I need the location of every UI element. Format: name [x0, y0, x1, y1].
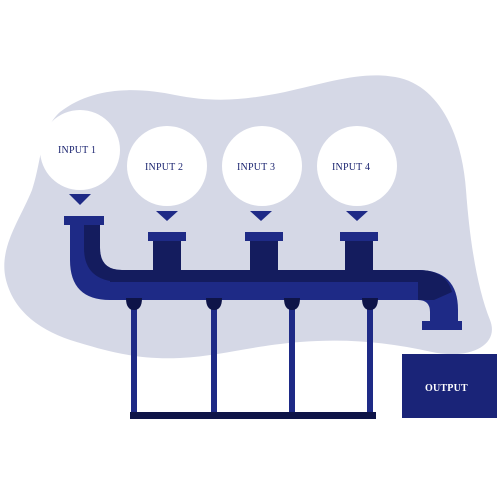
support-frame — [130, 300, 376, 419]
output-node: OUTPUT — [402, 354, 497, 418]
pipe-assembly — [64, 216, 462, 330]
down-arrow-icon — [69, 194, 91, 205]
pipe-main-shade — [110, 270, 420, 282]
pipe-inlet-flange-2 — [148, 232, 186, 241]
pipe-elbow-left-shade — [84, 222, 122, 282]
input-1-node: INPUT 1 — [40, 110, 120, 205]
input-bubble — [127, 126, 207, 206]
down-arrow-icon — [250, 211, 272, 221]
pipe-inlet-2 — [153, 238, 181, 272]
pipe-clamp — [206, 298, 222, 310]
support-leg — [211, 300, 217, 418]
support-leg — [289, 300, 295, 418]
input-label: INPUT 3 — [237, 162, 275, 173]
support-leg — [131, 300, 137, 418]
pipe-inlet-4 — [345, 238, 373, 272]
input-2-node: INPUT 2 — [127, 126, 207, 221]
pipe-elbow-right-shade — [418, 270, 452, 300]
input-3-node: INPUT 3 — [222, 126, 302, 221]
pipe-inlet-flange-1 — [64, 216, 104, 225]
input-label: INPUT 4 — [332, 162, 370, 173]
pipe-clamp — [362, 298, 378, 310]
input-bubble — [222, 126, 302, 206]
pipe-inlet-3 — [250, 238, 278, 272]
pipe-clamp — [126, 298, 142, 310]
pipe-outlet-flange — [422, 321, 462, 330]
support-base — [130, 412, 376, 419]
pipe-inlet-flange-4 — [340, 232, 378, 241]
input-label: INPUT 1 — [58, 145, 96, 156]
input-bubble — [317, 126, 397, 206]
pipe-clamp — [284, 298, 300, 310]
output-label: OUTPUT — [425, 383, 468, 394]
output-box — [402, 354, 497, 418]
input-4-node: INPUT 4 — [317, 126, 397, 221]
input-bubble — [40, 110, 120, 190]
down-arrow-icon — [346, 211, 368, 221]
input-label: INPUT 2 — [145, 162, 183, 173]
support-leg — [367, 300, 373, 418]
down-arrow-icon — [156, 211, 178, 221]
pipe-inlet-flange-3 — [245, 232, 283, 241]
